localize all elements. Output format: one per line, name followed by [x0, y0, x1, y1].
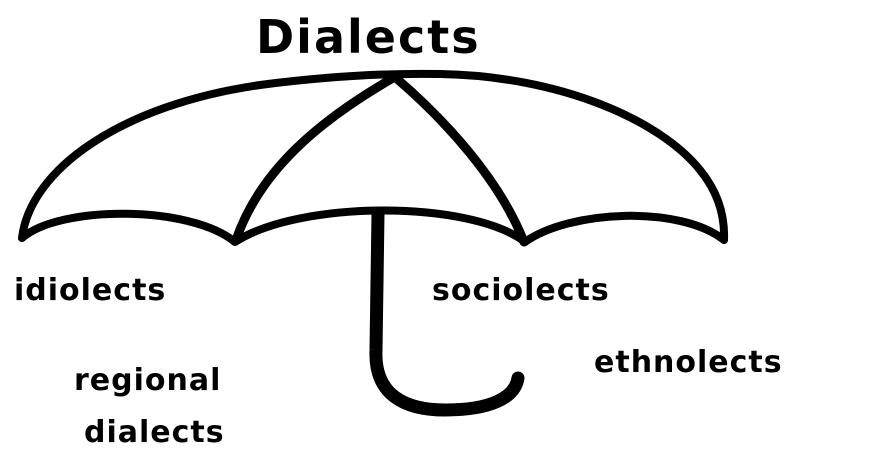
label-ethnolects: ethnolects	[594, 348, 783, 378]
umbrella-handle	[376, 214, 518, 410]
label-regional-dialects-line2: dialects	[84, 418, 225, 448]
label-idiolects: idiolects	[14, 276, 166, 306]
label-regional-dialects-line1: regional	[74, 366, 221, 396]
diagram-title: Dialects	[256, 14, 481, 60]
label-sociolects: sociolects	[432, 276, 610, 306]
